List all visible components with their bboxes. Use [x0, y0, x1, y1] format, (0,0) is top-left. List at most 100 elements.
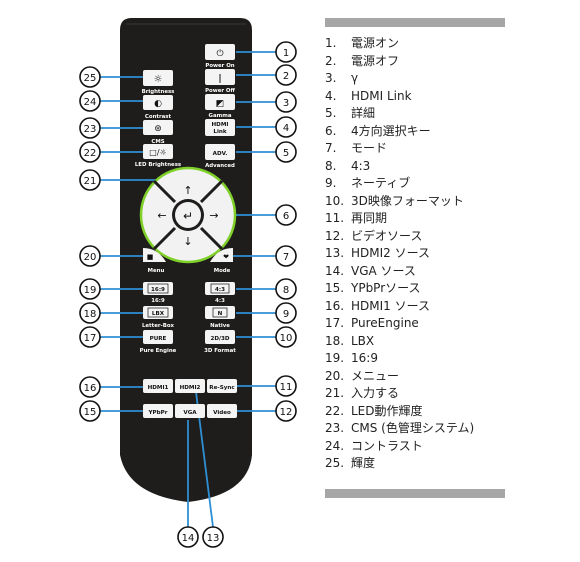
legend-item: 22.LED動作輝度 [325, 403, 423, 418]
legend-item: 8.4:3 [325, 158, 371, 173]
ratio-43-button[interactable]: 4:3 4:3 [205, 282, 235, 304]
legend-item: 3.γ [325, 71, 359, 85]
arrow-up-icon[interactable]: ↑ [183, 184, 192, 197]
legend-item: 17.PureEngine [325, 316, 419, 330]
callout-2: 2 [283, 71, 289, 82]
hdmi1-button[interactable]: HDMI1 [143, 379, 173, 393]
pure-caption: Pure Engine [140, 348, 177, 354]
mode-button[interactable]: ❤ Mode [210, 248, 233, 274]
lbx-button[interactable]: LBX Letter-Box [142, 306, 175, 329]
callout-18: 18 [84, 309, 97, 320]
callout-3: 3 [283, 98, 289, 109]
legend-item: 14.VGA ソース [325, 263, 416, 278]
gamma-icon: ◩ [216, 99, 225, 109]
mode-icon: ❤ [223, 253, 229, 261]
callout-7: 7 [283, 252, 289, 263]
legend-item: 5.詳細 [325, 106, 376, 120]
callout-12: 12 [280, 407, 293, 418]
gamma-caption: Gamma [209, 113, 232, 119]
enter-icon[interactable]: ↵ [183, 209, 193, 223]
legend-list: 1.電源オン 2.電源オフ 3.γ 4.HDMI Link 5.詳細 6.4方向… [325, 35, 505, 473]
legend-top-bar [325, 18, 505, 27]
adv-button[interactable]: ADV. Advanced [205, 144, 235, 169]
legend-item: 12.ビデオソース [325, 228, 423, 243]
callout-8: 8 [283, 285, 289, 296]
ratio-169-button[interactable]: 16:9 16:9 [143, 282, 173, 304]
power-off-caption: Power Off [205, 88, 235, 94]
ratio-43-label: 4:3 [215, 287, 225, 293]
callout-4: 4 [283, 123, 289, 134]
callout-9: 9 [283, 309, 289, 320]
callout-11: 11 [280, 382, 293, 393]
contrast-button[interactable]: ◐ Contrast [143, 95, 173, 120]
hdmi1-label: HDMI1 [148, 385, 169, 391]
resync-label: Re-Sync [209, 385, 234, 391]
sun-icon: ☼ [154, 74, 163, 85]
led-brightness-icon: □/☼ [149, 148, 166, 157]
legend-item: 4.HDMI Link [325, 88, 412, 103]
arrow-down-icon[interactable]: ↓ [183, 235, 192, 248]
native-caption: Native [210, 323, 230, 329]
menu-button[interactable]: ■ Menu [143, 248, 166, 274]
hdmi-link-label-1: HDMI [212, 122, 229, 128]
power-on-caption: Power On [205, 63, 234, 69]
callout-markers: 1 2 3 4 5 6 7 8 9 10 11 12 13 14 15 16 1… [79, 41, 297, 548]
power-off-icon: | [218, 74, 221, 84]
legend-item: 16.HDMI1 ソース [325, 298, 431, 313]
hdmi-link-label-2: Link [213, 129, 226, 135]
callout-19: 19 [84, 285, 97, 296]
brightness-button[interactable]: ☼ Brightness [142, 70, 175, 95]
callout-6: 6 [283, 211, 289, 222]
pure-label: PURE [150, 336, 167, 342]
native-label: N [218, 311, 223, 317]
video-label: Video [213, 410, 231, 416]
callout-23: 23 [84, 124, 97, 135]
callout-22: 22 [84, 148, 97, 159]
callout-16: 16 [84, 383, 97, 394]
native-button[interactable]: N Native [205, 306, 235, 329]
dpad[interactable]: ↑ ← → ↓ ↵ [139, 166, 237, 264]
format-3d-caption: 3D Format [204, 348, 236, 354]
led-brightness-button[interactable]: □/☼ LED Brightness [135, 144, 181, 168]
legend-item: 21.入力する [325, 386, 400, 400]
arrow-right-icon[interactable]: → [209, 209, 218, 222]
legend-bottom-bar [325, 489, 505, 498]
hdmi2-button[interactable]: HDMI2 [175, 379, 205, 393]
power-on-button[interactable]: ⏻ Power On [205, 44, 235, 69]
video-button[interactable]: Video [207, 404, 237, 418]
callout-20: 20 [84, 252, 97, 263]
callout-15: 15 [84, 407, 97, 418]
adv-label: ADV. [213, 151, 228, 157]
legend-item: 6.4方向選択キー [325, 123, 431, 138]
hdmi-link-button[interactable]: HDMI Link [205, 119, 235, 136]
cms-caption: CMS [151, 139, 164, 145]
legend-item: 13.HDMI2 ソース [325, 246, 431, 260]
cms-icon: ⊛ [154, 124, 162, 134]
lbx-caption: Letter-Box [142, 323, 175, 329]
legend-item: 11.再同期 [325, 211, 388, 225]
callout-24: 24 [84, 97, 97, 108]
legend-item: 7.モード [325, 141, 388, 155]
legend-item: 9.ネーティブ [325, 176, 411, 190]
callout-25: 25 [84, 73, 97, 84]
callout-14: 14 [182, 533, 195, 544]
power-off-button[interactable]: | Power Off [205, 69, 236, 94]
callout-5: 5 [283, 148, 289, 159]
ypbpr-button[interactable]: YPbPr [143, 404, 173, 418]
vga-button[interactable]: VGA [175, 404, 205, 418]
ratio-43-caption: 4:3 [215, 298, 225, 304]
arrow-left-icon[interactable]: ← [157, 209, 166, 222]
callout-10: 10 [280, 333, 293, 344]
pure-engine-button[interactable]: PURE Pure Engine [140, 330, 177, 354]
ypbpr-label: YPbPr [147, 410, 167, 416]
gamma-button[interactable]: ◩ Gamma [205, 94, 235, 119]
cms-button[interactable]: ⊛ CMS [143, 120, 173, 145]
lbx-label: LBX [152, 311, 165, 317]
format-3d-button[interactable]: 2D/3D 3D Format [204, 330, 236, 354]
resync-button[interactable]: Re-Sync [207, 379, 237, 393]
legend-item: 10.3D映像フォーマット [325, 193, 464, 208]
legend: 1.電源オン 2.電源オフ 3.γ 4.HDMI Link 5.詳細 6.4方向… [325, 18, 505, 498]
menu-icon: ■ [147, 253, 154, 261]
callout-13: 13 [207, 533, 220, 544]
legend-item: 24.コントラスト [325, 438, 423, 453]
